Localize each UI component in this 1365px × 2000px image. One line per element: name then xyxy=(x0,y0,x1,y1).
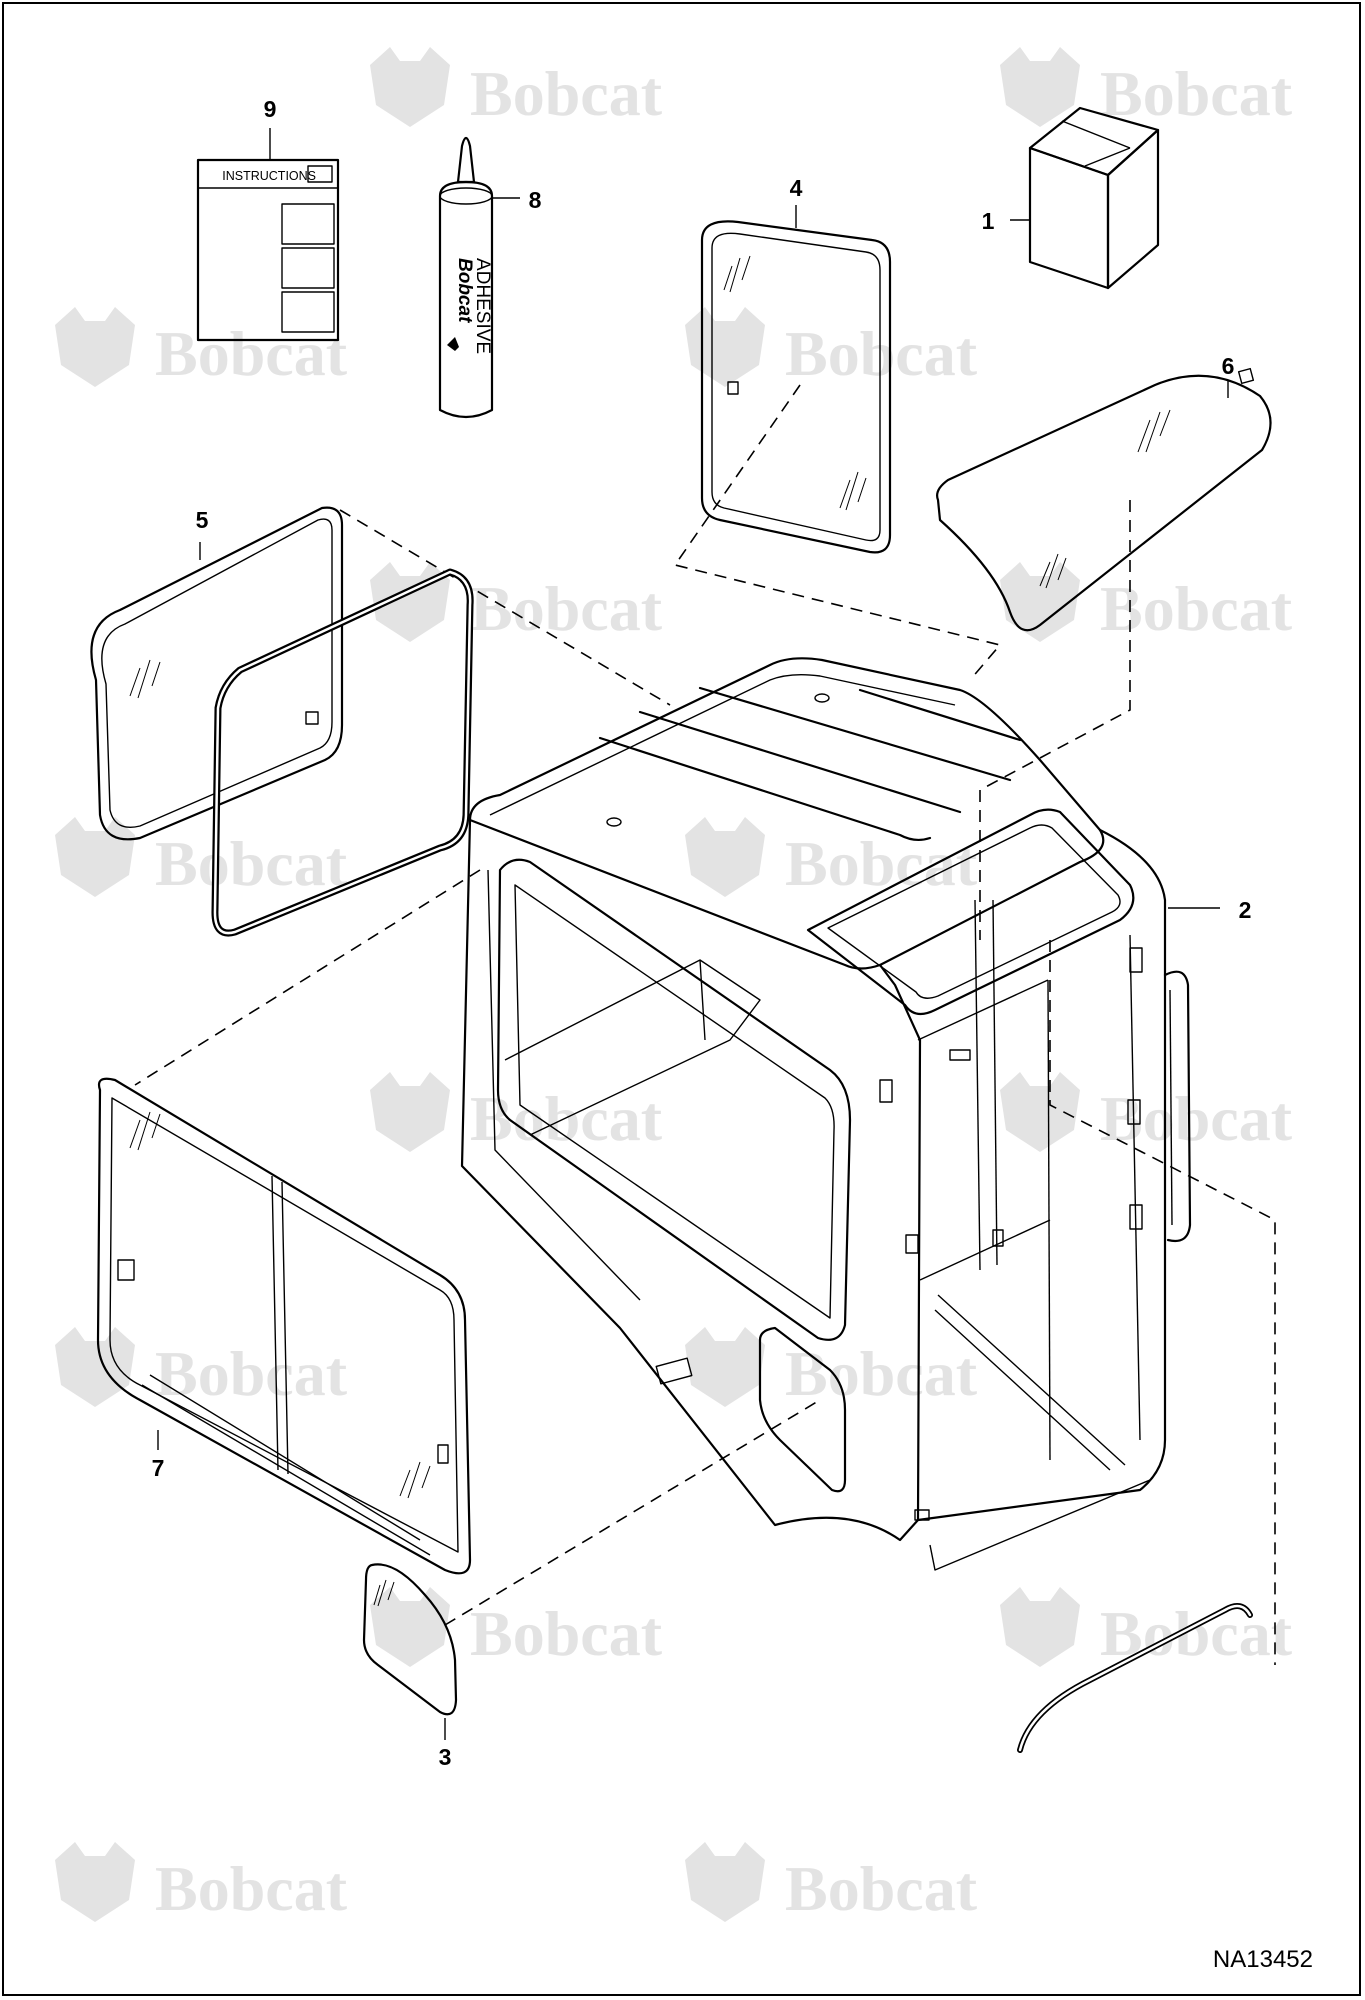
watermark-mark: Bobcat xyxy=(370,47,663,129)
dashed-leaders xyxy=(134,384,1276,1665)
watermark-text: Bobcat xyxy=(1100,1083,1293,1154)
callout-2: 2 xyxy=(1239,897,1252,923)
watermark-mark: Bobcat xyxy=(685,307,978,389)
callout-9: 9 xyxy=(264,96,277,122)
watermark-text: Bobcat xyxy=(155,318,348,389)
watermark-text: Bobcat xyxy=(470,573,663,644)
watermark-text: Bobcat xyxy=(155,828,348,899)
watermark-mark: Bobcat xyxy=(685,1842,978,1924)
part-2-cab-frame xyxy=(460,657,1220,1571)
watermark-text: Bobcat xyxy=(155,1853,348,1924)
adhesive-label-text: ADHESIVE xyxy=(472,258,493,354)
watermark-text: Bobcat xyxy=(785,1338,978,1409)
watermark-mark: Bobcat xyxy=(370,1072,663,1154)
watermark-text: Bobcat xyxy=(785,1853,978,1924)
watermark-text: Bobcat xyxy=(1100,573,1293,644)
watermark-text: Bobcat xyxy=(470,58,663,129)
callout-1: 1 xyxy=(982,208,995,234)
part-9-instructions-sheet xyxy=(196,128,340,342)
callout-7: 7 xyxy=(152,1455,165,1481)
watermark-text: Bobcat xyxy=(785,828,978,899)
callout-8: 8 xyxy=(529,187,542,213)
part-3-quarter-glass xyxy=(362,1563,458,1740)
watermark-mark: Bobcat xyxy=(685,817,978,899)
part-4-rear-window xyxy=(700,205,892,554)
watermark-mark: Bobcat xyxy=(370,562,663,644)
watermark-text: Bobcat xyxy=(785,318,978,389)
part-1-box xyxy=(1010,106,1160,290)
part-7-sliding-window xyxy=(96,1077,472,1575)
watermark-text: Bobcat xyxy=(1100,58,1293,129)
callout-6: 6 xyxy=(1222,353,1235,379)
watermark-mark: Bobcat xyxy=(1000,47,1293,129)
part-6-roof-glass xyxy=(936,367,1272,632)
part-8-adhesive-tube xyxy=(438,136,520,419)
watermark-mark: Bobcat xyxy=(1000,1587,1293,1669)
adhesive-brand-text: Bobcat xyxy=(454,258,475,323)
watermark-mark: Bobcat xyxy=(1000,562,1293,644)
watermark-mark: Bobcat xyxy=(685,1327,978,1409)
part-5-side-window xyxy=(90,506,474,937)
callout-3: 3 xyxy=(439,1744,452,1770)
watermark-mark: Bobcat xyxy=(55,817,348,899)
watermark-mark: Bobcat xyxy=(1000,1072,1293,1154)
figure-id: NA13452 xyxy=(1212,1946,1313,1973)
watermark-text: Bobcat xyxy=(470,1598,663,1669)
watermark-mark: Bobcat xyxy=(55,1327,348,1409)
watermark-text: Bobcat xyxy=(155,1338,348,1409)
watermark-mark: Bobcat xyxy=(55,307,348,389)
callout-4: 4 xyxy=(790,175,803,201)
watermark-mark: Bobcat xyxy=(55,1842,348,1924)
watermark-mark: Bobcat xyxy=(370,1587,663,1669)
seal-strip xyxy=(1017,1603,1253,1753)
callout-5: 5 xyxy=(196,507,209,533)
instructions-title: INSTRUCTIONS xyxy=(222,169,316,183)
